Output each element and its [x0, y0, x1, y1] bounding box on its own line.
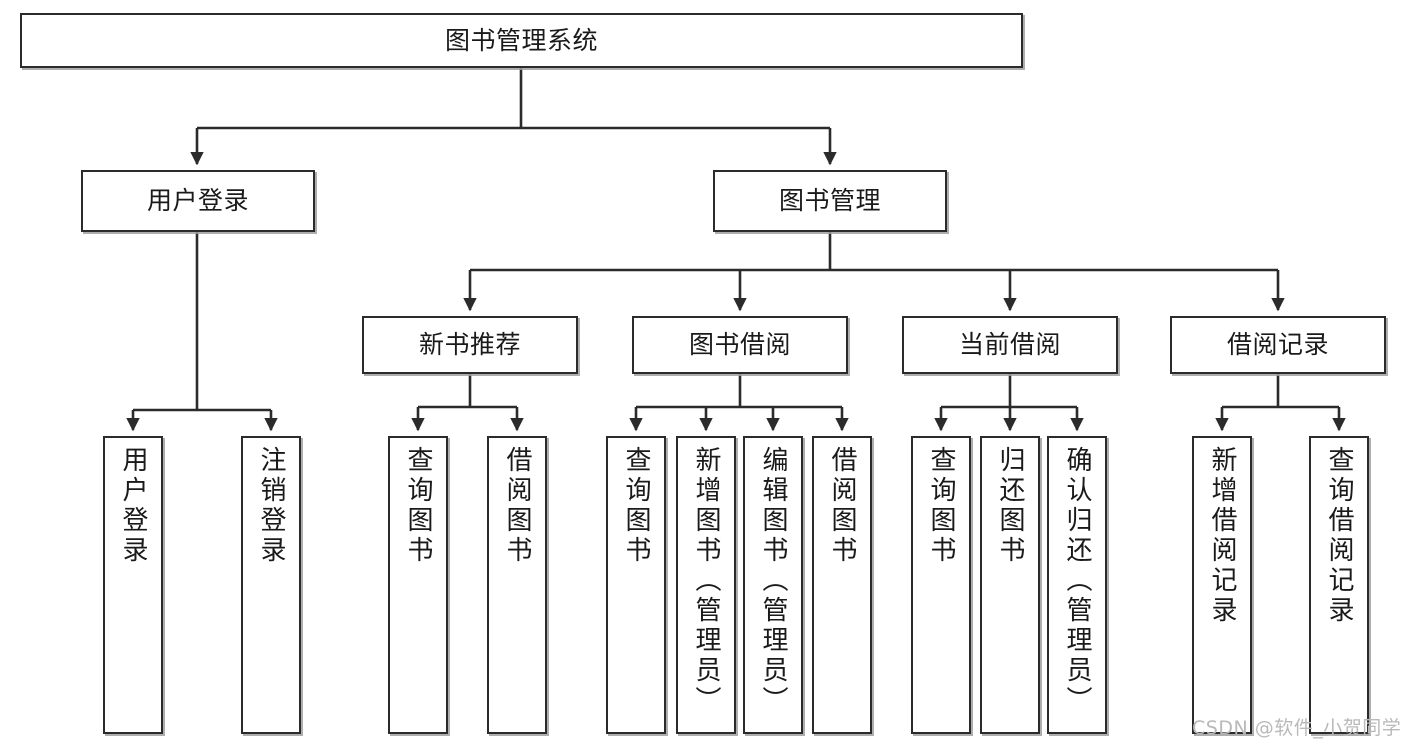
node-label: 新书推荐: [418, 330, 521, 360]
node-root-book-management-system[interactable]: 图书管理系统: [20, 13, 1023, 68]
node-leaf-borrow-book-2[interactable]: 借阅图书: [812, 436, 872, 734]
node-label: 借阅图书: [827, 446, 857, 566]
node-user-login[interactable]: 用户登录: [81, 170, 315, 232]
node-label: 借阅图书: [502, 446, 532, 566]
node-leaf-confirm-return[interactable]: 确认归还（管理员）: [1047, 436, 1107, 734]
node-label: 图书借阅: [688, 330, 791, 360]
node-label: 图书管理系统: [444, 25, 598, 55]
node-leaf-edit-book[interactable]: 编辑图书（管理员）: [743, 436, 803, 734]
node-leaf-query-book-2[interactable]: 查询图书: [606, 436, 666, 734]
node-label: 确认归还（管理员）: [1062, 446, 1092, 716]
node-current-borrow[interactable]: 当前借阅: [902, 316, 1118, 374]
node-label: 借阅记录: [1226, 330, 1329, 360]
node-leaf-query-record[interactable]: 查询借阅记录: [1309, 436, 1369, 734]
node-leaf-query-book-1[interactable]: 查询图书: [388, 436, 448, 734]
node-book-manage[interactable]: 图书管理: [713, 170, 947, 232]
node-label: 查询借阅记录: [1324, 446, 1354, 626]
node-leaf-return-book[interactable]: 归还图书: [980, 436, 1040, 734]
node-label: 查询图书: [403, 446, 433, 566]
node-label: 归还图书: [995, 446, 1025, 566]
node-book-borrow[interactable]: 图书借阅: [632, 316, 848, 374]
node-leaf-add-book[interactable]: 新增图书（管理员）: [676, 436, 736, 734]
node-label: 新增借阅记录: [1207, 446, 1237, 626]
node-borrow-record[interactable]: 借阅记录: [1170, 316, 1386, 374]
node-label: 图书管理: [778, 186, 881, 216]
node-label: 查询图书: [621, 446, 651, 566]
node-label: 新增图书（管理员）: [691, 446, 721, 716]
node-label: 用户登录: [118, 446, 148, 566]
node-label: 查询图书: [926, 446, 956, 566]
node-leaf-user-login[interactable]: 用户登录: [103, 436, 163, 734]
csdn-watermark: CSDN @软件_小贺同学: [1192, 717, 1402, 739]
node-label: 编辑图书（管理员）: [758, 446, 788, 716]
node-leaf-add-record[interactable]: 新增借阅记录: [1192, 436, 1252, 734]
node-label: 当前借阅: [958, 330, 1061, 360]
node-leaf-query-book-3[interactable]: 查询图书: [911, 436, 971, 734]
node-label: 用户登录: [146, 186, 249, 216]
node-label: 注销登录: [256, 446, 286, 566]
node-leaf-logout[interactable]: 注销登录: [241, 436, 301, 734]
node-new-book-recommend[interactable]: 新书推荐: [362, 316, 578, 374]
node-leaf-borrow-book-1[interactable]: 借阅图书: [487, 436, 547, 734]
